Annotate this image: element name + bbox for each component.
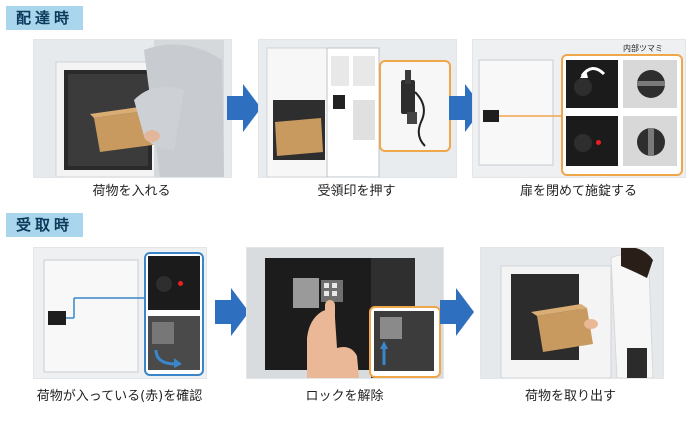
step-lock-image: 内部ツマミ [472,39,686,178]
keypad-preview [152,322,174,344]
next-arrow-icon [227,84,261,132]
next-arrow-icon [215,288,249,336]
receipt-section-label: 受取時 [6,213,84,237]
knob-icon [156,276,172,292]
unlocked-door-view [374,311,434,371]
keypad-preview [380,317,402,339]
put-package-illustration [34,40,231,177]
stamp-callout [379,60,451,152]
inner-knob-bar [637,81,665,86]
open-arrow-icon [154,349,182,368]
step-check-indicator-image [33,247,207,379]
knob-icon [574,78,592,96]
inner-knob-bar [648,128,654,156]
take-out-illustration [481,248,663,378]
stamp-holder-icon [401,70,426,147]
step-unlock-image [246,247,444,379]
step-put-package-caption: 荷物を入れる [92,184,171,199]
step-check-indicator-caption: 荷物が入っている(赤)を確認 [36,389,203,404]
delivery-section-label: 配達時 [6,6,84,30]
lock-detail-callout [561,54,683,176]
inner-knob-label: 内部ツマミ [623,44,663,53]
step-unlock-caption: ロックを解除 [305,389,384,404]
front-knob-before [566,60,618,108]
step-take-out-caption: 荷物を取り出す [524,389,616,404]
next-arrow-icon [449,84,483,132]
step-stamp-caption: 受領印を押す [317,184,396,199]
red-indicator-icon [178,281,183,286]
step-lock-caption: 扉を閉めて施錠する [519,184,637,199]
rotate-arrow-icon [580,67,606,78]
inner-knob-after [623,116,677,166]
unlock-callout [369,306,441,378]
next-arrow-icon [440,288,474,336]
open-arrow-icon [380,341,388,365]
red-indicator-icon [596,140,601,145]
indicator-callout [144,252,204,376]
knob-icon [574,134,592,152]
front-panel-red [148,256,200,310]
step-stamp-image [258,39,457,178]
step-put-package-image [33,39,232,178]
opened-door-view [148,316,200,370]
inner-knob-before [623,60,677,108]
step-take-out-image [480,247,664,379]
front-knob-after [566,116,618,166]
